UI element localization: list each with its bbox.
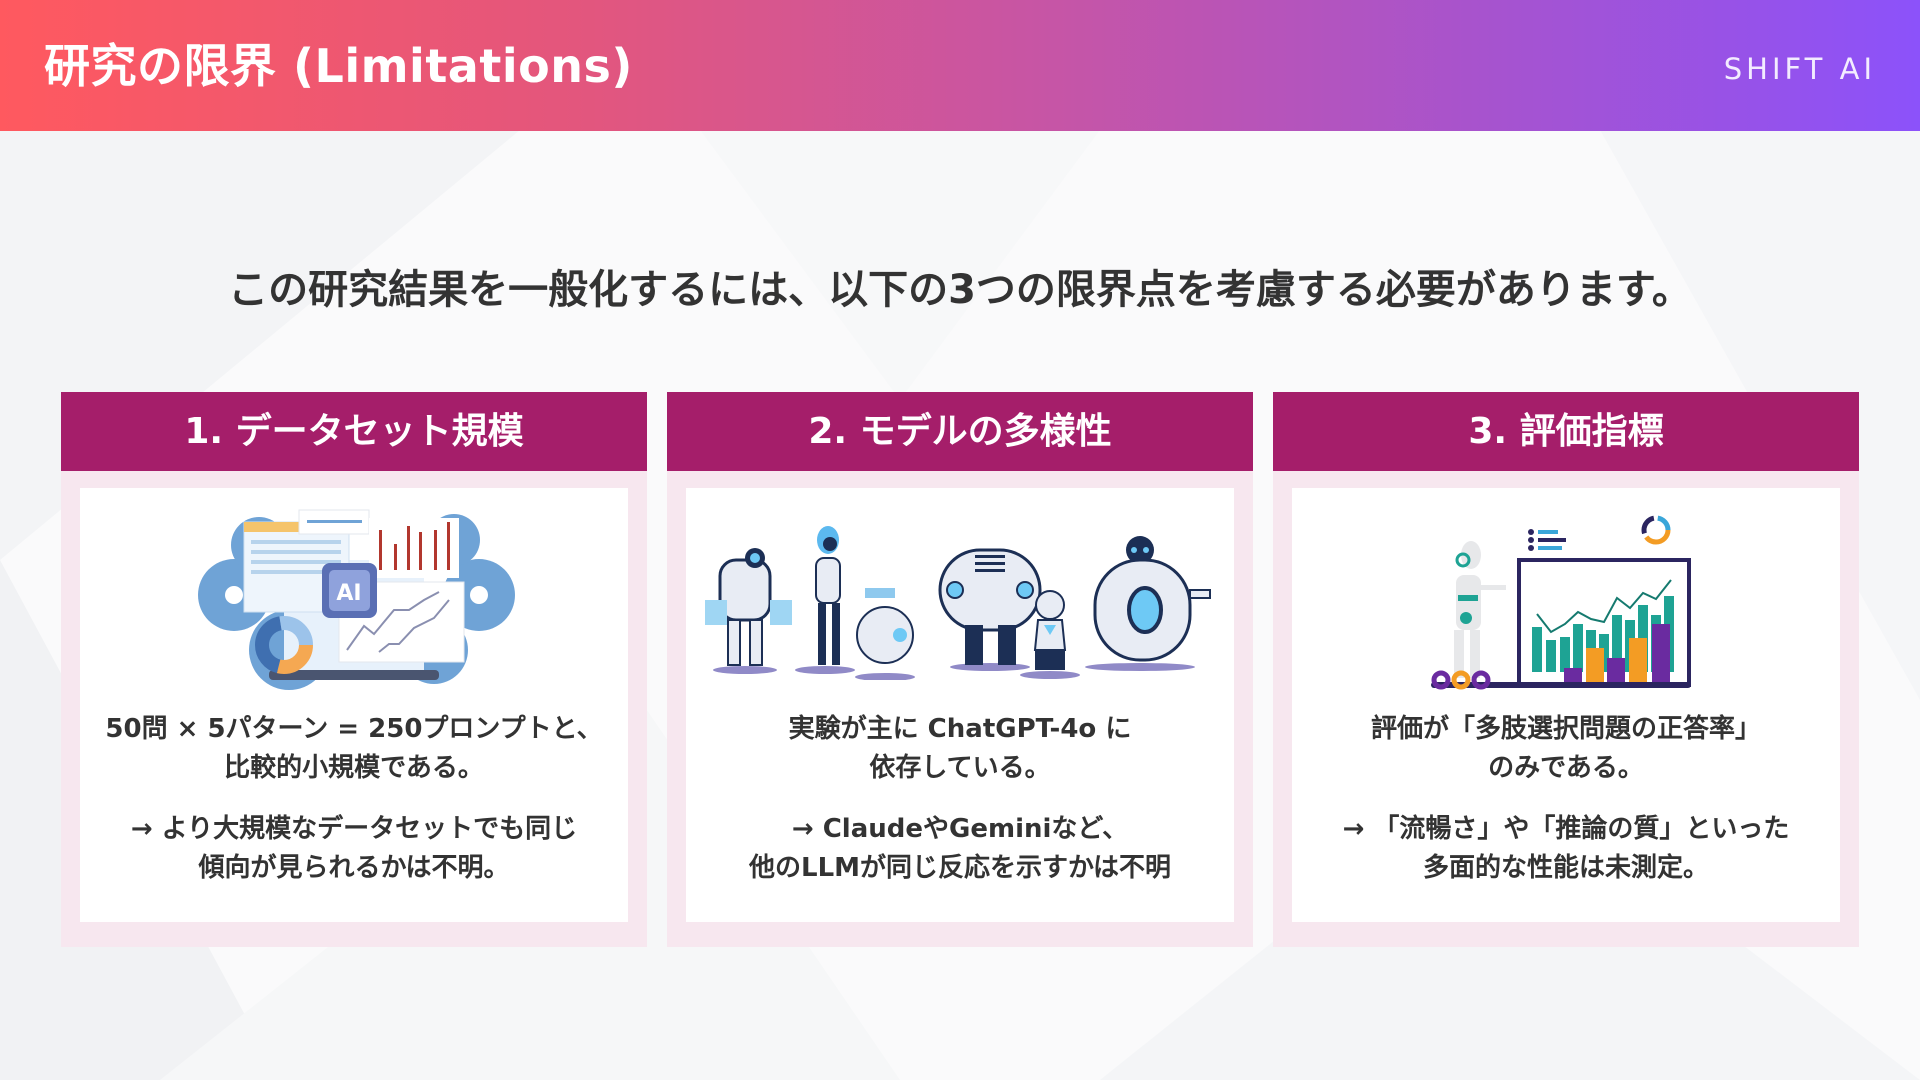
ai-data-analytics-icon: AI bbox=[80, 500, 628, 690]
card-main-text: 評価が「多肢選択問題の正答率」 のみである。 bbox=[1370, 714, 1761, 783]
card-main-text: 50問 × 5パターン = 250プロンプトと、 比較的小規模である。 bbox=[105, 714, 603, 783]
robot-chart-evaluation-icon bbox=[1292, 500, 1840, 690]
slide-header: 研究の限界 (Limitations) SHIFT AI bbox=[0, 0, 1920, 131]
robots-lineup-icon bbox=[686, 500, 1234, 690]
card-body: AI 50問 × 5パターン = 250プロンプトと、 比較的小規模である。 →… bbox=[80, 488, 628, 922]
card-text: 評価が「多肢選択問題の正答率」 のみである。 → 「流暢さ」や「推論の質」といっ… bbox=[1292, 710, 1840, 888]
card-title: 3. 評価指標 bbox=[1273, 392, 1859, 471]
card-title: 2. モデルの多様性 bbox=[667, 392, 1253, 471]
card-note-text: → より大規模なデータセットでも同じ 傾向が見られるかは不明。 bbox=[130, 814, 578, 883]
lead-text: この研究結果を一般化するには、以下の3つの限界点を考慮する必要があります。 bbox=[228, 267, 1692, 313]
limitation-card-model-diversity: 2. モデルの多様性 bbox=[667, 392, 1253, 947]
brand-logo: SHIFT AI bbox=[1723, 52, 1876, 86]
svg-text:AI: AI bbox=[336, 581, 361, 606]
card-title: 1. データセット規模 bbox=[61, 392, 647, 471]
card-note-text: → 「流暢さ」や「推論の質」といった 多面的な性能は未測定。 bbox=[1342, 814, 1790, 883]
card-text: 実験が主に ChatGPT-4o に 依存している。 → ClaudeやGemi… bbox=[686, 710, 1234, 888]
card-body: 評価が「多肢選択問題の正答率」 のみである。 → 「流暢さ」や「推論の質」といっ… bbox=[1292, 488, 1840, 922]
card-body: 実験が主に ChatGPT-4o に 依存している。 → ClaudeやGemi… bbox=[686, 488, 1234, 922]
limitation-card-evaluation-metrics: 3. 評価指標 bbox=[1273, 392, 1859, 947]
card-main-text: 実験が主に ChatGPT-4o に 依存している。 bbox=[788, 714, 1132, 783]
card-note-text: → ClaudeやGeminiなど、 他のLLMが同じ反応を示すかは不明 bbox=[749, 814, 1171, 883]
card-text: 50問 × 5パターン = 250プロンプトと、 比較的小規模である。 → より… bbox=[80, 710, 628, 888]
limitation-card-dataset: 1. データセット規模 bbox=[61, 392, 647, 947]
slide-title: 研究の限界 (Limitations) bbox=[44, 39, 633, 93]
